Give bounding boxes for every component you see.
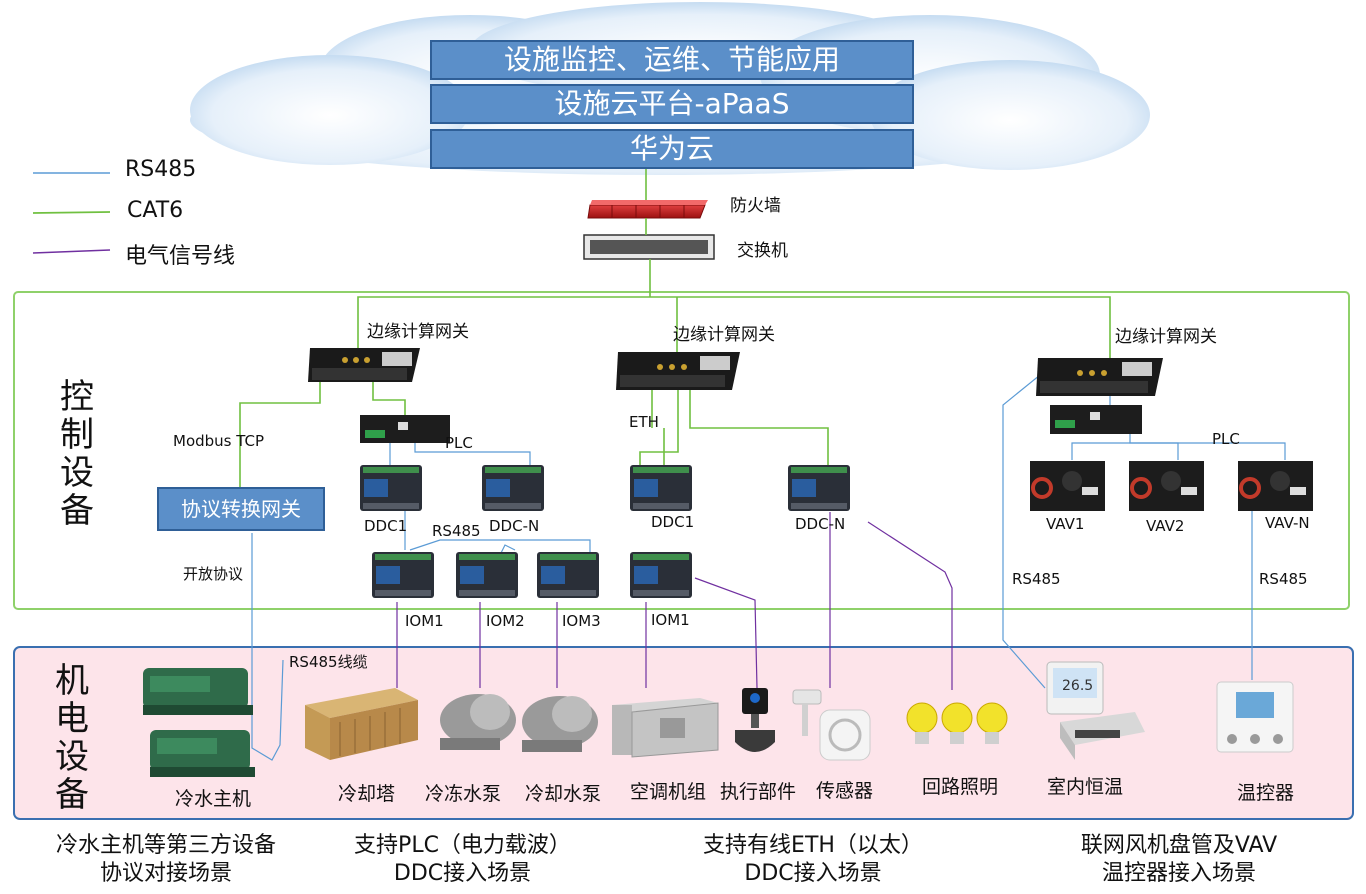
plc-left-label: PLC	[445, 434, 473, 452]
cloud-layer-applications: 设施监控、运维、节能应用	[430, 40, 914, 80]
edge-gateway-3-label: 边缘计算网关	[1115, 327, 1217, 347]
firewall-label: 防火墙	[730, 196, 781, 216]
equipment-chilled-pump-label: 冷冻水泵	[425, 783, 502, 805]
equipment-lighting-label: 回路照明	[922, 776, 999, 798]
vavn-controller-icon	[1238, 461, 1313, 511]
scenario-third-party: 冷水主机等第三方设备 协议对接场景	[46, 832, 286, 888]
scenario-vav-line1: 联网风机盘管及VAV	[1080, 833, 1278, 858]
scenario-plc-line1: 支持PLC（电力载波）	[354, 833, 571, 858]
rs485-cable-label: RS485线缆	[289, 653, 368, 671]
ddcn-left-label: DDC-N	[489, 517, 540, 535]
equipment-chiller-label: 冷水主机	[175, 788, 252, 810]
edge-gateway-2-label: 边缘计算网关	[673, 325, 775, 345]
lighting-icon	[906, 702, 1008, 744]
scenario-eth-line1: 支持有线ETH（以太）	[703, 833, 923, 858]
cooling-water-pump-icon	[522, 696, 598, 752]
chiller-icon	[143, 668, 255, 777]
firewall-icon	[587, 200, 708, 219]
vav1-controller-icon	[1030, 461, 1105, 511]
ddc1-mid-label: DDC1	[651, 513, 695, 531]
open-protocol-label: 开放协议	[183, 565, 244, 583]
scenario-plc: 支持PLC（电力载波） DDC接入场景	[345, 832, 580, 888]
equipment-wall-thermostat-label: 温控器	[1237, 782, 1295, 804]
switch-label: 交换机	[737, 241, 788, 261]
plc-right-label: PLC	[1212, 430, 1240, 448]
air-handling-unit-icon	[612, 698, 719, 758]
iom2-module-icon	[456, 552, 518, 598]
iom3-module-icon	[537, 552, 599, 598]
rs485-vav-right-label: RS485	[1259, 570, 1308, 588]
vav-controllers	[1030, 461, 1313, 511]
iom1-mid-module-icon	[630, 552, 692, 598]
svg-text:26.5: 26.5	[1062, 678, 1093, 694]
scenario-third-party-line2: 协议对接场景	[99, 861, 232, 886]
vavn-label: VAV-N	[1265, 514, 1310, 532]
edge-gateway-1-icon	[308, 348, 420, 382]
scenario-eth-line2: DDC接入场景	[744, 861, 882, 886]
iom1-module-icon	[372, 552, 434, 598]
iom1-label: IOM1	[405, 612, 444, 630]
edge-gateway-2-icon	[616, 352, 740, 390]
cloud-layer-apaas: 设施云平台-aPaaS	[430, 84, 914, 124]
vav2-label: VAV2	[1146, 517, 1185, 535]
cooling-tower-icon	[305, 688, 418, 760]
scenario-vav: 联网风机盘管及VAV 温控器接入场景	[1068, 832, 1290, 888]
rs485-vav-left-label: RS485	[1012, 570, 1061, 588]
ddcn-mid-label: DDC-N	[795, 515, 846, 533]
plc-module-right-icon	[1050, 405, 1142, 434]
equipment-actuator-label: 执行部件	[720, 781, 797, 803]
ddc1-left-module-icon	[360, 465, 422, 511]
legend-cat6-label: CAT6	[127, 198, 184, 223]
ddc1-mid-module-icon	[630, 465, 692, 511]
edge-gateway-1-label: 边缘计算网关	[367, 322, 469, 342]
legend-signal-label: 电气信号线	[125, 244, 236, 269]
equipment-cooling-pump-label: 冷却水泵	[525, 783, 602, 805]
modbus-tcp-label: Modbus TCP	[173, 432, 265, 450]
scenario-vav-line2: 温控器接入场景	[1101, 861, 1256, 886]
legend-signal-line	[32, 249, 111, 254]
control-section-border	[13, 291, 1350, 610]
section-title-control: 控制设备	[60, 377, 94, 531]
edge-gateway-3-icon	[1036, 358, 1163, 396]
legend-cat6-line	[32, 211, 111, 214]
equipment-cooling-tower-label: 冷却塔	[338, 783, 396, 805]
signal-wires	[396, 512, 953, 690]
room-thermostat-icon: 26.5	[1046, 661, 1145, 760]
wall-thermostat-icon	[1216, 681, 1294, 753]
protocol-gateway-box: 协议转换网关	[157, 487, 325, 531]
iom2-label: IOM2	[486, 612, 525, 630]
vav1-label: VAV1	[1046, 515, 1085, 533]
legend-rs485-label: RS485	[125, 157, 197, 182]
iom1-mid-label: IOM1	[651, 611, 690, 629]
eth-label: ETH	[629, 413, 659, 431]
switch-icon	[583, 234, 715, 260]
scenario-third-party-line1: 冷水主机等第三方设备	[55, 833, 276, 858]
iom3-label: IOM3	[562, 612, 601, 630]
ddcn-left-module-icon	[482, 465, 544, 511]
actuator-icon	[735, 688, 775, 752]
cloud-layer-huawei-cloud: 华为云	[430, 129, 914, 169]
controller-modules	[360, 465, 850, 598]
equipment-ahu-label: 空调机组	[630, 781, 707, 803]
equipment-sensor-label: 传感器	[816, 780, 874, 802]
scenario-eth: 支持有线ETH（以太） DDC接入场景	[693, 832, 933, 888]
equipment-room-thermostat-label: 室内恒温	[1047, 776, 1124, 798]
chilled-water-pump-icon	[440, 694, 516, 750]
vav2-controller-icon	[1129, 461, 1204, 511]
sensor-icon	[792, 689, 871, 761]
ddcn-mid-module-icon	[788, 465, 850, 511]
plc-module-left-icon	[360, 415, 450, 443]
section-title-equipment: 机电设备	[55, 661, 89, 815]
rs485-mid-label: RS485	[432, 522, 481, 540]
scenario-plc-line2: DDC接入场景	[393, 861, 532, 886]
ddc1-left-label: DDC1	[364, 517, 408, 535]
